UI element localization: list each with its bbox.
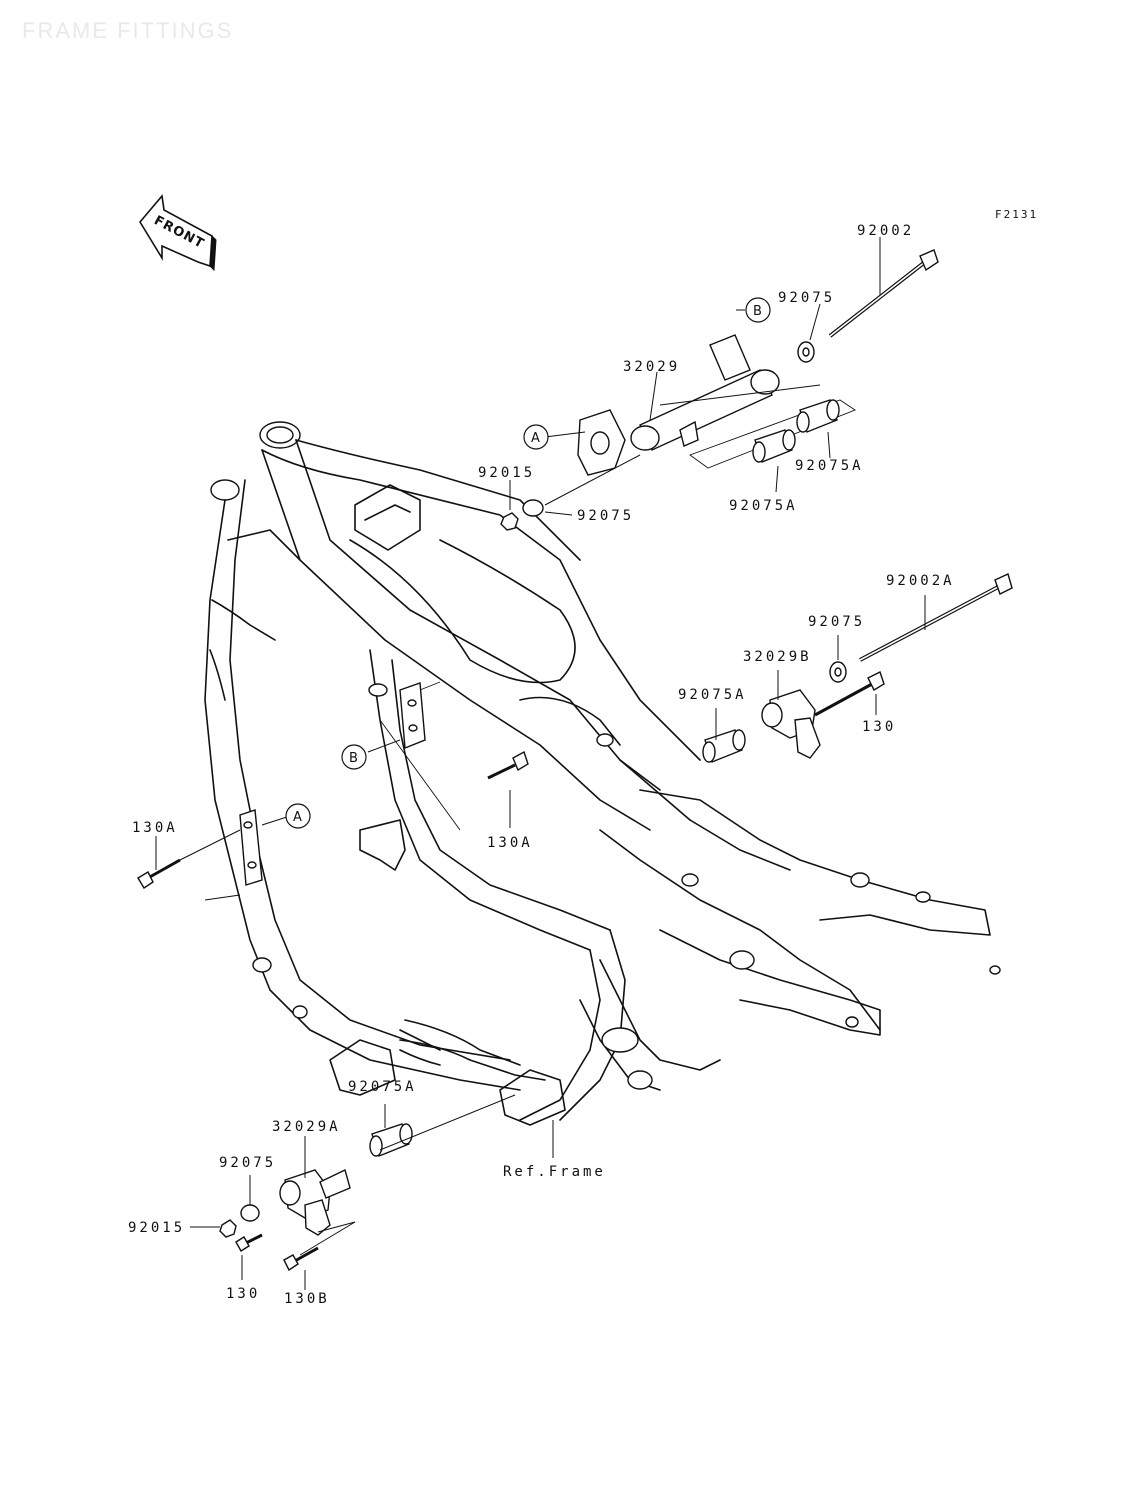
- label-92015-top: 92015: [478, 465, 535, 481]
- ref-marker-b-frame: B: [341, 744, 367, 770]
- label-92075-bottom: 92075: [219, 1155, 276, 1171]
- ref-a-frame-text: A: [293, 810, 302, 825]
- label-92002: 92002: [857, 223, 914, 239]
- label-130-right: 130: [862, 719, 896, 735]
- label-130-bottom: 130: [226, 1286, 260, 1302]
- bracket-32029-icon: [577, 334, 780, 476]
- ref-b-top-text: B: [753, 304, 762, 319]
- ref-b-frame-text: B: [349, 751, 358, 766]
- nut-92015-lower-icon: [219, 1219, 237, 1238]
- label-32029B: 32029B: [743, 649, 812, 665]
- bracket-32029B-icon: [761, 689, 821, 759]
- ref-mount-a: [204, 809, 291, 901]
- washer-92075-lower-icon: [240, 1204, 260, 1222]
- bolt-130A-left-icon: [137, 829, 241, 889]
- washer-92075-mid-icon: [522, 499, 544, 517]
- label-130A-left: 130A: [132, 820, 178, 836]
- label-92015-bottom: 92015: [128, 1220, 185, 1236]
- label-92075A-r2: 92075A: [795, 458, 864, 474]
- bolt-92002A-icon: [859, 573, 1013, 662]
- nut-92015-icon: [500, 512, 519, 531]
- label-92075-right: 92075: [808, 614, 865, 630]
- ref-marker-a-top: A: [523, 424, 549, 450]
- motorcycle-frame: [204, 421, 1001, 1126]
- washer-92075-right-icon: [829, 661, 847, 683]
- collar-92075A-right-icon: [702, 729, 746, 763]
- label-92075A-r3: 92075A: [678, 687, 747, 703]
- collar-92075A-icon-2: [796, 399, 840, 433]
- bolt-130-lower-icon: [235, 1233, 263, 1252]
- washer-92075-icon: [797, 341, 815, 363]
- label-32029A: 32029A: [272, 1119, 341, 1135]
- front-arrow-icon: FRONT: [139, 194, 217, 272]
- bolt-130B-icon: [283, 1246, 319, 1272]
- ref-marker-a-frame: A: [285, 803, 311, 829]
- ghost-title: FRAME FITTINGS: [22, 18, 234, 43]
- label-130B: 130B: [284, 1291, 330, 1307]
- top-mount-assembly: [500, 237, 939, 531]
- label-ref-frame: Ref.Frame: [503, 1164, 606, 1180]
- label-92075-top: 92075: [778, 290, 835, 306]
- label-32029: 32029: [623, 359, 680, 375]
- ref-mount-b: [367, 681, 461, 831]
- bolt-130-right-icon: [814, 671, 885, 717]
- label-92075A-bottom: 92075A: [348, 1079, 417, 1095]
- label-92002A: 92002A: [886, 573, 955, 589]
- bolt-92002-icon: [828, 249, 939, 338]
- figure-code: F2131: [995, 208, 1038, 221]
- bolt-130A-mid-icon: [487, 750, 529, 828]
- label-92075-mid: 92075: [577, 508, 634, 524]
- collar-92075A-lower-icon: [369, 1123, 413, 1157]
- collar-92075A-icon: [752, 429, 796, 463]
- label-130A-mid: 130A: [487, 835, 533, 851]
- ref-a-top-text: A: [531, 431, 540, 446]
- right-mount-assembly: [702, 573, 1013, 763]
- bracket-32029A-icon: [279, 1169, 351, 1236]
- ref-marker-b-top: B: [745, 297, 771, 323]
- lower-mount-assembly: [190, 1094, 554, 1290]
- label-92075A-r1: 92075A: [729, 498, 798, 514]
